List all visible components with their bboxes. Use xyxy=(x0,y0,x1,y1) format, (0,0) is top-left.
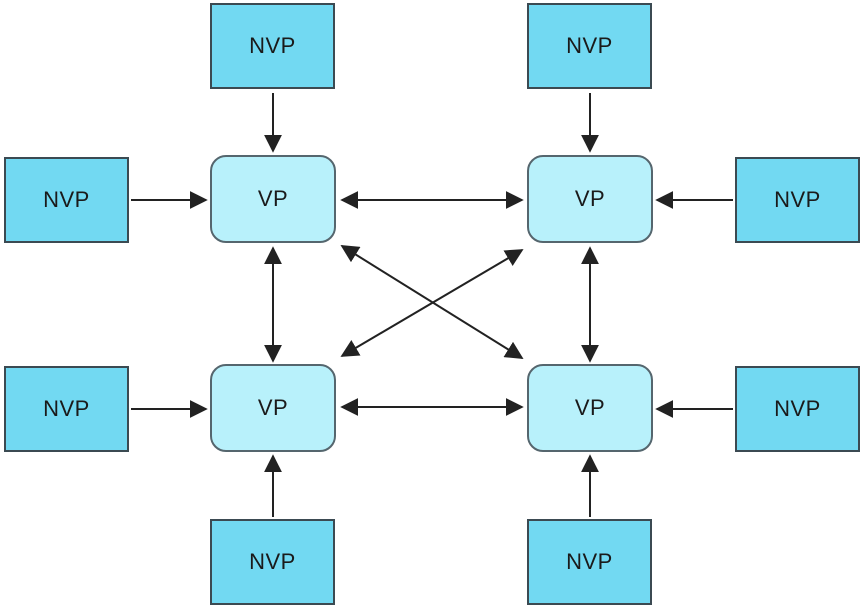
nvp-node-bottom-right: NVP xyxy=(527,519,652,605)
nvp-node-right-bottom: NVP xyxy=(735,366,860,452)
nvp-label: NVP xyxy=(566,549,613,574)
nvp-node-left-top: NVP xyxy=(4,157,129,243)
nvp-node-right-top: NVP xyxy=(735,157,860,243)
vp-label: VP xyxy=(257,395,289,420)
nvp-node-left-bottom: NVP xyxy=(4,366,129,452)
nvp-label: NVP xyxy=(43,187,90,212)
vp-label: VP xyxy=(574,395,606,420)
nvp-node-bottom-left: NVP xyxy=(210,519,335,605)
nvp-label: NVP xyxy=(249,549,296,574)
nvp-label: NVP xyxy=(249,33,296,58)
vp-label: VP xyxy=(257,186,289,211)
nvp-label: NVP xyxy=(566,33,613,58)
vp-node-top-right: VP xyxy=(527,155,653,243)
edge-vp-tr-vp-bl xyxy=(340,249,524,357)
vp-node-bottom-left: VP xyxy=(210,364,336,452)
nvp-label: NVP xyxy=(43,396,90,421)
vp-node-top-left: VP xyxy=(210,155,336,243)
vp-node-bottom-right: VP xyxy=(527,364,653,452)
nvp-node-top-left: NVP xyxy=(210,3,335,89)
nvp-label: NVP xyxy=(774,187,821,212)
vp-label: VP xyxy=(574,186,606,211)
nvp-label: NVP xyxy=(774,396,821,421)
nvp-node-top-right: NVP xyxy=(527,3,652,89)
